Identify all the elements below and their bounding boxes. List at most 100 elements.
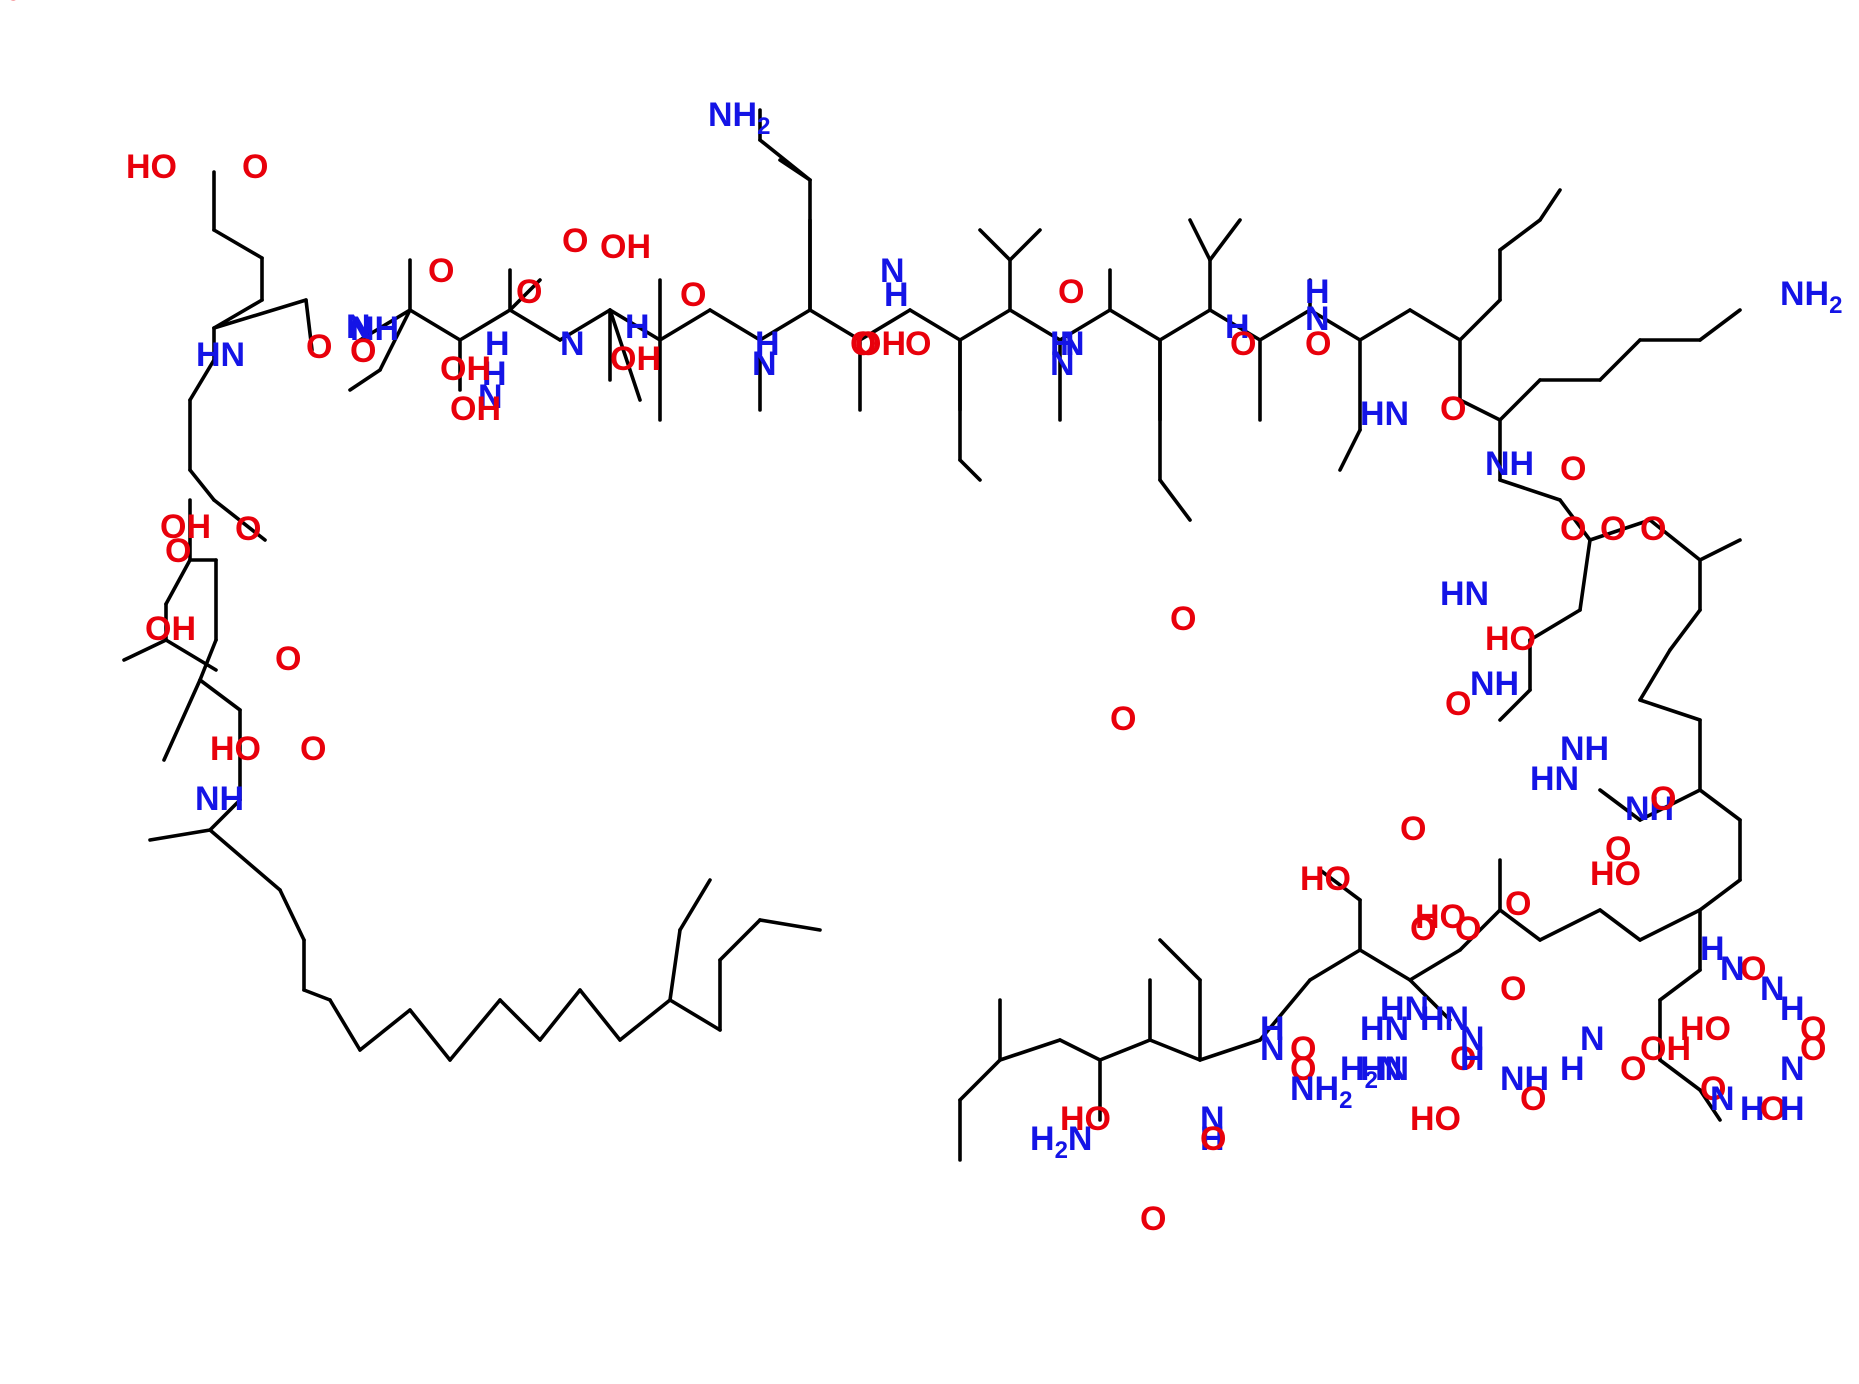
nitrogen-atom-label: NH2 [1780,275,1842,319]
nitrogen-atom-label: NH [1485,445,1534,483]
oxygen-atom-label: O [1450,1040,1476,1078]
nitrogen-atom-label: N [752,345,777,383]
bond-line [608,308,642,402]
bond-line [1698,878,1742,912]
bond-line [1308,308,1362,342]
bond-line [758,138,812,182]
bond-line [122,638,168,662]
nitrogen-atom-label: NH2 [1290,1070,1352,1114]
nitrogen-atom-label: NH [1560,730,1609,768]
bond-line [1538,188,1562,222]
oxygen-atom-label: HO [1300,860,1351,898]
bond-line [408,308,462,342]
bond-line [1668,608,1702,652]
bond-line [1498,378,1542,422]
oxygen-atom-label: O [850,325,876,363]
nitrogen-atom-label: H [1780,1090,1805,1128]
bond-line [1638,698,1702,722]
nitrogen-atom-label: HN [1440,575,1489,613]
nitrogen-atom-label: H [625,308,650,346]
oxygen-atom-label: O [1110,700,1136,738]
bond-line [558,308,612,342]
bond-line [1008,308,1062,342]
oxygen-atom-label: O [1400,810,1426,848]
bond-line [1148,1038,1202,1062]
oxygen-atom-label: HO [126,148,177,186]
oxygen-atom-label: O [0,0,26,8]
nitrogen-atom-label: N [1305,300,1330,338]
oxygen-atom-label: O [1760,1090,1786,1128]
bond-line [998,1038,1062,1062]
nitrogen-atom-label: H [1740,1090,1765,1128]
nitrogen-atom-label: N [346,308,371,346]
bond-line [808,308,862,342]
oxygen-atom-label: O [1500,970,1526,1008]
oxygen-atom-label: O [1620,1050,1646,1088]
nitrogen-atom-label: N [1720,950,1745,988]
bond-line [348,368,382,392]
oxygen-atom-label: O [905,325,931,363]
bond-line [1638,788,1702,822]
bond-line [1638,648,1672,702]
nitrogen-atom-label: N [1710,1080,1735,1118]
bond-line [378,308,412,372]
bond-line [1498,908,1542,942]
bond-line [708,308,762,342]
nitrogen-atom-label: H [755,325,780,363]
nitrogen-atom-label: N [1760,970,1785,1008]
oxygen-atom-label: O [1058,273,1084,311]
oxygen-atom-label: O [428,252,454,290]
oxygen-atom-label: O [235,510,261,548]
oxygen-atom-label: O [1800,1010,1826,1048]
oxygen-atom-label: O [1560,510,1586,548]
bond-line [208,828,282,892]
oxygen-atom-label: O [1305,325,1331,363]
bond-line [212,298,308,330]
oxygen-atom-label: O [1455,910,1481,948]
nitrogen-atom-label: H [485,325,510,363]
bond-line [1358,308,1412,342]
oxygen-atom-label: O [1445,685,1471,723]
oxygen-atom-label: HO [1485,620,1536,658]
oxygen-atom-label: HO [1060,1100,1111,1138]
bond-line [1458,398,1502,422]
bond-line [1558,498,1592,542]
oxygen-atom-label: O [1290,1030,1316,1068]
nitrogen-atom-label: HN [1420,1000,1469,1038]
oxygen-atom-label: OH [160,508,211,546]
oxygen-atom-label: O [1700,1070,1726,1108]
nitrogen-atom-label: N [1260,1030,1285,1068]
bond-line [1318,868,1362,902]
oxygen-atom-label: O [562,222,588,260]
bond-line [1338,428,1362,472]
bond-line [1638,908,1702,942]
nitrogen-atom-label: HN [1360,395,1409,433]
nitrogen-atom-label: HN [1380,990,1429,1028]
bond-line [1258,978,1312,1042]
oxygen-atom-label: O [1800,1030,1826,1068]
bond-line [1158,478,1192,522]
bond-line [758,918,822,932]
bond-line [162,678,202,762]
bond-line [618,998,672,1042]
bond-line [198,678,242,712]
oxygen-atom-label: O [1170,600,1196,638]
nitrogen-atom-label: NH [195,780,244,818]
bond-line [658,308,712,342]
nitrogen-atom-label: N [1460,1020,1485,1058]
oxygen-atom-label: O [1605,830,1631,868]
nitrogen-atom-label: H [1260,1010,1285,1048]
oxygen-atom-label: OH [1640,1030,1691,1068]
bond-line [304,298,314,352]
bond-line [958,308,1012,342]
bond-line [1358,948,1412,982]
bond-line [448,998,502,1062]
bond-line [1598,788,1642,822]
bond-line [1008,228,1042,262]
bond-line [302,988,332,1002]
bond-line [1208,218,1242,262]
bond-line [1648,518,1702,562]
oxygen-atom-label: O [1410,910,1436,948]
